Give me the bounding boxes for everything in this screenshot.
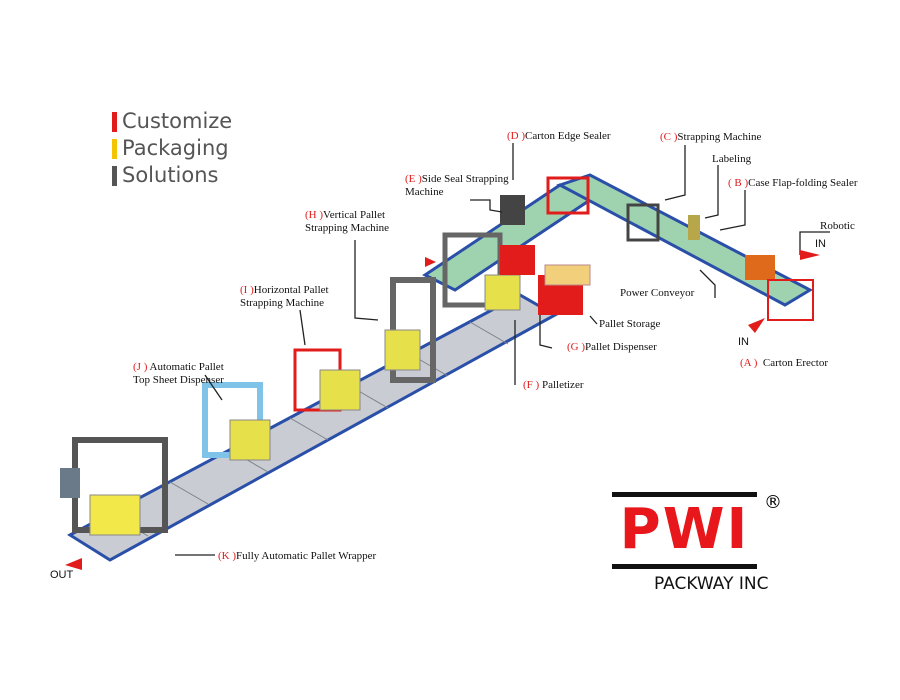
brand-tagline: Customize Packaging Solutions (112, 108, 232, 189)
carton-erector (767, 279, 814, 321)
carton-edge-sealer (546, 176, 590, 215)
label-case-flap-folding-sealer: ( B )Case Flap-folding Sealer (728, 177, 858, 189)
label-in-bottom: IN (738, 336, 749, 348)
pallet-load (229, 419, 271, 461)
company-name: PACKWAY INC (654, 574, 769, 594)
red-bar (112, 111, 117, 132)
pallet-load (384, 329, 421, 371)
wrapped-pallet (89, 494, 141, 536)
label-robotic: Robotic (820, 220, 855, 232)
grey-bar (112, 165, 117, 186)
label-palletizer: (F ) Palletizer (523, 379, 584, 391)
logo-bottom-rule (612, 564, 757, 569)
logo-top-rule (612, 492, 757, 497)
label-power-conveyor: Power Conveyor (620, 287, 695, 299)
robot-arm (745, 255, 775, 280)
control-panel (60, 468, 80, 498)
pallet-storage (544, 264, 591, 286)
flow-arrows (65, 250, 820, 570)
label-pallet-wrapper: (K )Fully Automatic Pallet Wrapper (218, 550, 377, 562)
label-in-top: IN (815, 238, 826, 250)
pallet-load (319, 369, 361, 411)
label-pallet-storage: Pallet Storage (599, 318, 661, 330)
tagline-packaging: Packaging (122, 136, 229, 160)
label-strapping-machine: (C )Strapping Machine (660, 131, 762, 143)
label-carton-edge-sealer: (D )Carton Edge Sealer (507, 130, 611, 142)
label-labeling: Labeling (712, 153, 752, 165)
label-pallet-dispenser: (G )Pallet Dispenser (567, 341, 657, 353)
strapping-machine (626, 203, 660, 242)
registered-mark: ® (764, 492, 782, 513)
yellow-bar (112, 138, 117, 159)
labeler (688, 215, 700, 240)
pallet-conveyor (67, 293, 559, 562)
tagline-solutions: Solutions (122, 163, 219, 187)
label-out: OUT (50, 569, 74, 581)
pwi-logo: PWI ® PACKWAY INC (612, 492, 802, 602)
tagline-customize: Customize (122, 109, 233, 133)
logo-mark: PWI (619, 497, 750, 562)
side-seal-strapper (500, 195, 525, 225)
pallet-load (484, 274, 521, 311)
palletizer-frame (500, 245, 535, 275)
label-carton-erector: (A ) Carton Erector (740, 357, 828, 369)
